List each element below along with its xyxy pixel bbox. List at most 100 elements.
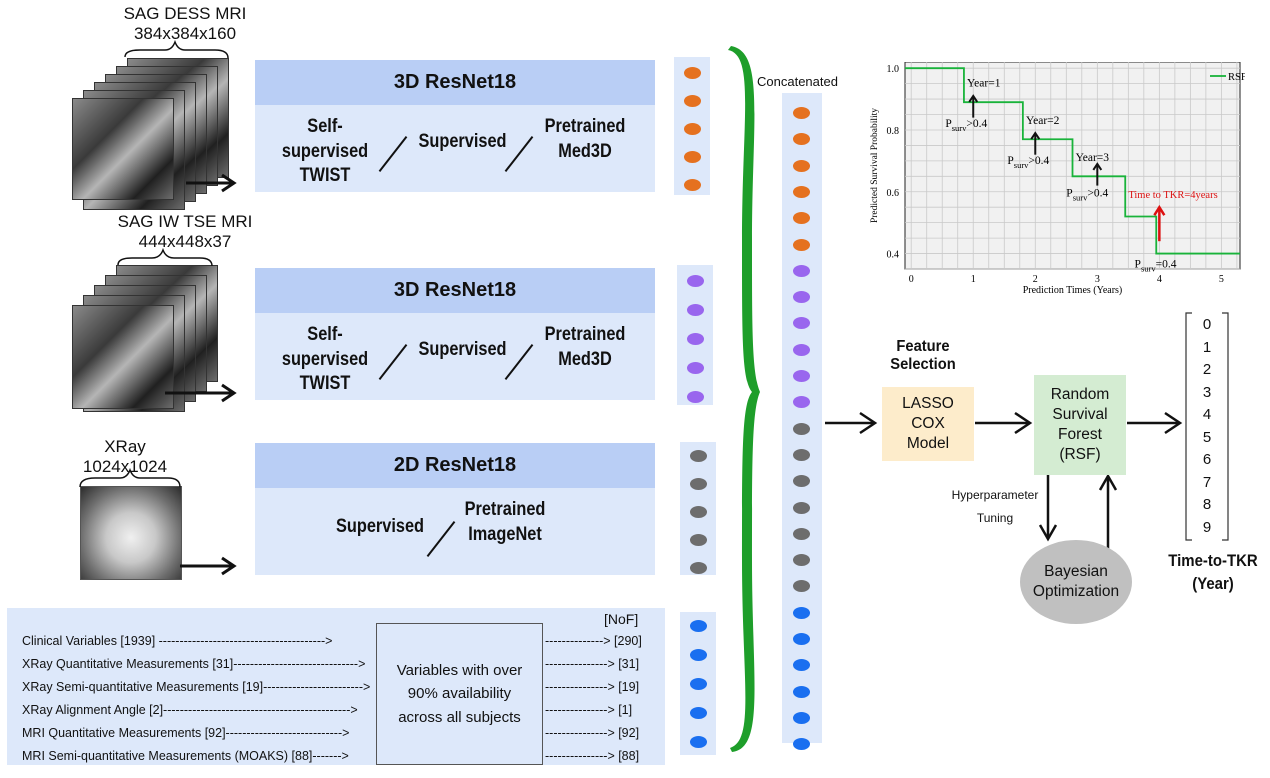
feature-dot <box>793 633 810 645</box>
feature-dot <box>690 678 707 690</box>
output-value: 3 <box>1202 383 1212 401</box>
nof-value: ---------------> [88] <box>545 749 640 763</box>
mri2-name: SAG IW TSE MRI <box>117 212 253 231</box>
nof-header: [NoF] <box>604 611 639 627</box>
feature-dot <box>793 475 810 488</box>
feature-dot <box>690 736 707 748</box>
output-value: 2 <box>1202 361 1212 378</box>
output-value: 1 <box>1202 338 1212 356</box>
feature-dot <box>793 370 810 382</box>
feature-dot <box>793 448 810 461</box>
clinical-row: MRI Semi-quantitative Measurements (MOAK… <box>22 749 349 763</box>
option-supervised: Supervised <box>335 516 425 537</box>
hyperparameter-tuning-label: Hyperparameter Tuning <box>951 488 1039 526</box>
feature-dot <box>793 685 810 698</box>
clinical-row: XRay Quantitative Measurements [31]-----… <box>22 657 366 671</box>
feature-dot <box>684 123 701 135</box>
option-pretrained-med3d: Pretrained Med3D <box>544 116 626 162</box>
availability-filter-box: Variables with over 90% availability acr… <box>376 623 543 765</box>
output-value: 7 <box>1202 473 1212 491</box>
panel-mri1-title: 3D ResNet18 <box>255 60 655 105</box>
feature-dot <box>793 738 810 751</box>
mri1-name: SAG DESS MRI <box>123 4 247 23</box>
panel-xray-title: 2D ResNet18 <box>255 443 655 488</box>
mri2-image-stack <box>70 265 220 412</box>
x-tick-label: 4 <box>1157 274 1162 285</box>
y-tick-label: 0.4 <box>887 250 900 261</box>
x-tick-label: 2 <box>1033 274 1038 285</box>
feature-dot <box>793 554 810 567</box>
feature-dot <box>690 478 707 490</box>
concatenated-feature-vector <box>782 93 822 751</box>
nof-value: ---------------> [92] <box>545 726 640 740</box>
feature-dot <box>793 659 810 672</box>
panel-xray: 2D ResNet18 Supervised Pretrained ImageN… <box>255 443 655 575</box>
slash-divider <box>504 136 534 172</box>
clinical-row: XRay Semi-quantitative Measurements [19]… <box>22 680 371 694</box>
psurv-annotation: Psurv=0.4 <box>1135 258 1177 273</box>
x-tick-label: 5 <box>1219 274 1224 285</box>
feature-dot <box>690 620 707 632</box>
feature-dot <box>793 133 810 146</box>
slash-divider <box>504 344 534 380</box>
feature-dot <box>793 264 810 277</box>
input-arrows <box>165 173 237 576</box>
feature-dot <box>687 304 704 316</box>
option-supervised: Supervised <box>418 131 507 152</box>
clinical-row: MRI Quantitative Measurements [92]------… <box>22 726 350 740</box>
mri1-dims: 384x384x160 <box>133 23 237 43</box>
feature-dot <box>793 606 810 619</box>
option-self-supervised: Self-supervised TWIST <box>281 324 369 395</box>
feature-dot <box>687 333 704 345</box>
feature-dot <box>793 238 810 251</box>
feature-dot <box>793 107 810 119</box>
slash-divider <box>426 521 456 557</box>
mri2-title: SAG IW TSE MRI 444x448x37 <box>95 212 275 251</box>
mri1-feature-vector <box>674 57 710 195</box>
nof-value: ---------------> [1] <box>545 703 633 717</box>
psurv-annotation: Psurv>0.4 <box>1007 155 1049 170</box>
feature-dot <box>684 151 701 163</box>
slash-divider <box>378 136 408 172</box>
nof-value: --------------> [290] <box>545 634 642 648</box>
feature-dot <box>793 159 810 172</box>
feature-dot <box>684 67 701 79</box>
feature-dot <box>690 534 707 546</box>
x-axis-label: Prediction Times (Years) <box>1023 285 1123 296</box>
nof-value: ---------------> [31] <box>545 657 640 671</box>
xray-dims: 1024x1024 <box>82 456 168 476</box>
concat-brace <box>728 46 760 752</box>
option-self-supervised: Self-supervised TWIST <box>281 116 369 187</box>
output-vector-bracket <box>1185 312 1229 541</box>
year-annotation: Year=2 <box>1026 115 1060 127</box>
legend-label: RSF <box>1228 72 1245 83</box>
feature-dot <box>793 580 810 593</box>
feature-dot <box>690 562 707 574</box>
psurv-annotation: Psurv>0.4 <box>945 118 987 133</box>
xray-name: XRay <box>104 437 146 456</box>
clinical-row: XRay Alignment Angle [2]----------------… <box>22 703 358 717</box>
panel-mri2-title: 3D ResNet18 <box>255 268 655 313</box>
feature-dot <box>793 501 810 514</box>
x-tick-label: 1 <box>971 274 976 285</box>
nof-value: ---------------> [19] <box>545 680 640 694</box>
feature-dot <box>793 422 810 435</box>
feature-dot <box>684 179 701 191</box>
feature-dot <box>690 506 707 518</box>
feature-dot <box>687 275 704 287</box>
clinical-row: Clinical Variables [1939] --------------… <box>22 634 333 648</box>
y-axis-label: Predicted Survival Probability <box>870 108 880 223</box>
rsf-survival-line <box>905 67 1240 255</box>
clinical-feature-vector <box>680 612 716 755</box>
feature-dot <box>793 291 810 304</box>
x-tick-label: 0 <box>909 274 914 285</box>
feature-dot <box>690 707 707 719</box>
feature-dot <box>793 527 810 540</box>
y-tick-label: 0.8 <box>887 126 900 137</box>
feature-dot <box>793 317 810 330</box>
xray-image <box>80 486 182 580</box>
y-tick-label: 1.0 <box>887 64 900 75</box>
mri1-brace <box>124 39 229 59</box>
slash-divider <box>378 344 408 380</box>
clinical-variables-box: [NoF] Clinical Variables [1939] --------… <box>7 608 665 765</box>
